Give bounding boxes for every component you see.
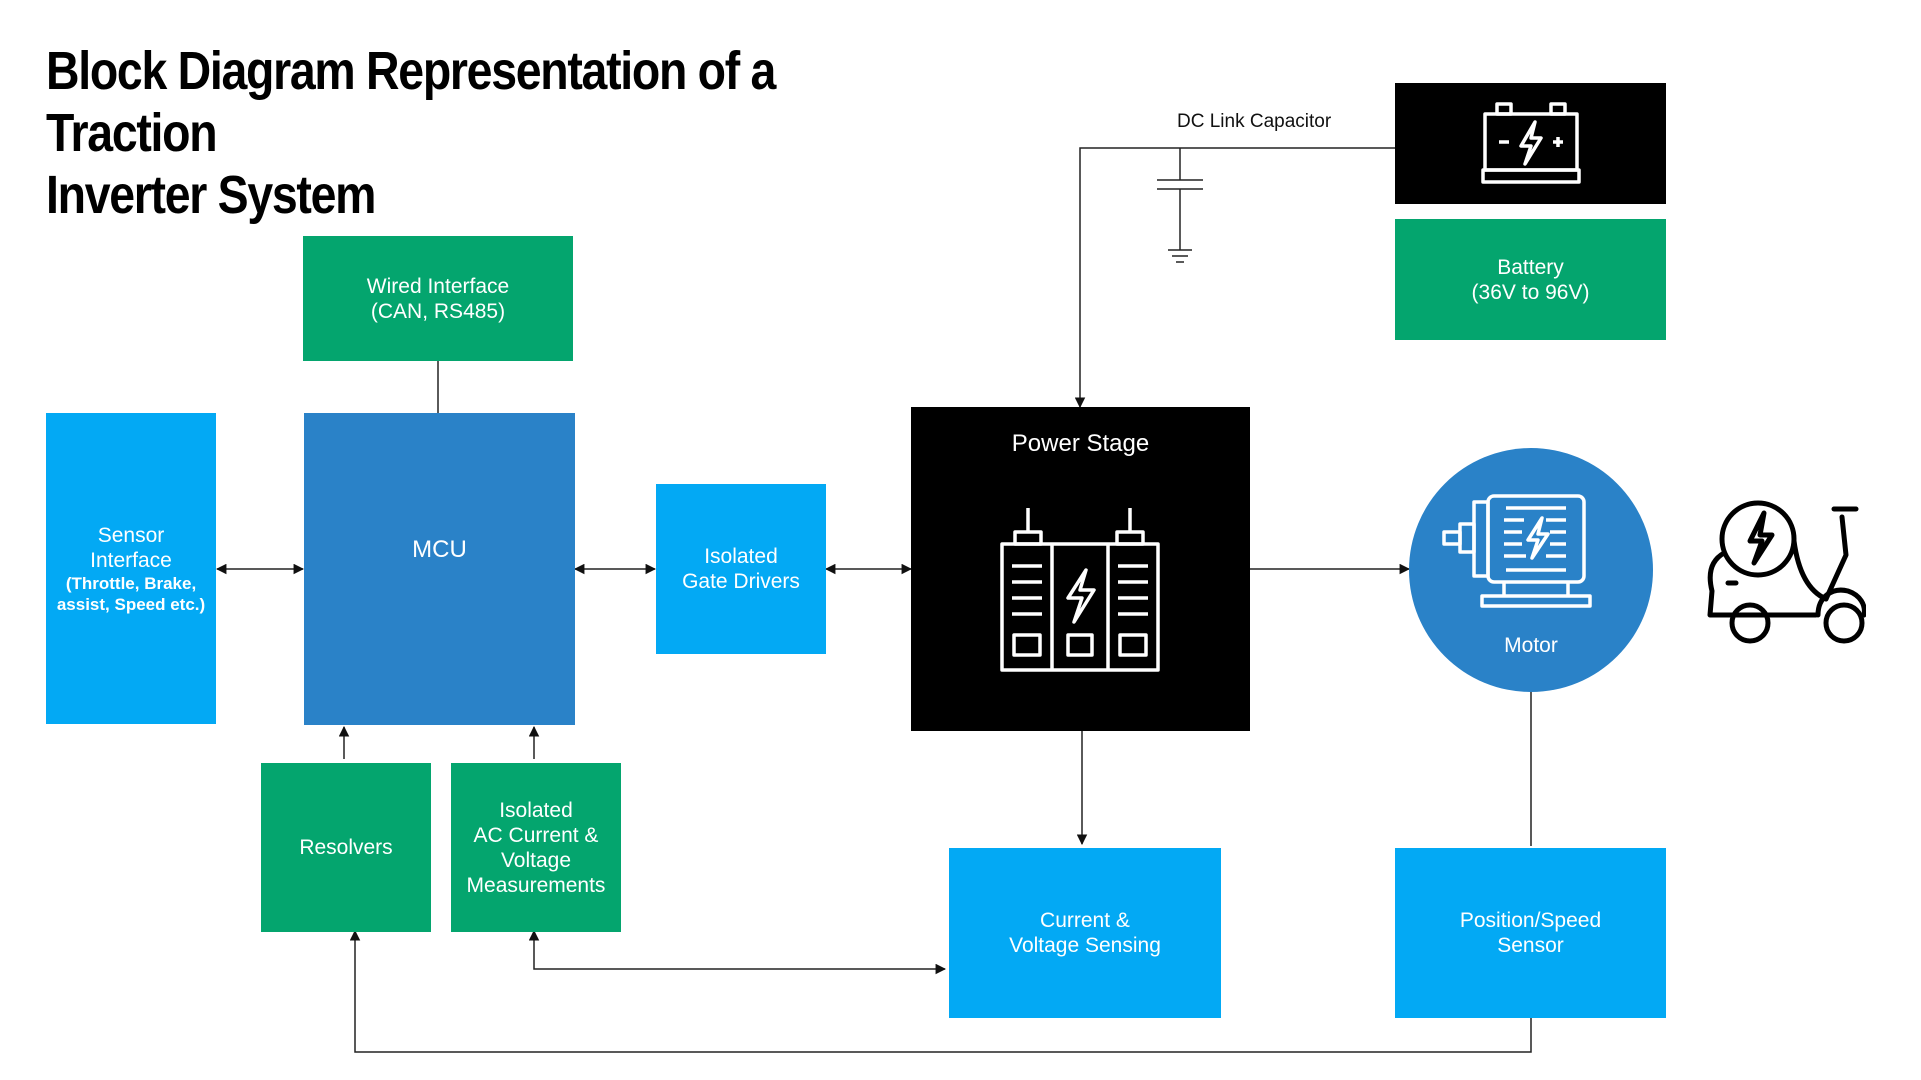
motor-label: Motor [1504,634,1558,657]
power-module-icon [1000,508,1160,672]
battery-block: Battery (36V to 96V) [1395,219,1666,340]
wire-measure-sensing [528,929,947,975]
current-voltage-sensing-label: Current & Voltage Sensing [1009,909,1161,957]
sensor-interface-block: Sensor Interface (Throttle, Brake, assis… [46,413,216,724]
mcu-label: MCU [412,536,467,563]
wire-position-resolvers [349,929,1532,1053]
battery-icon [1480,101,1581,184]
sensor-interface-label: Sensor Interface [90,523,172,572]
battery-label: Battery (36V to 96V) [1471,255,1590,304]
current-voltage-sensing-block: Current & Voltage Sensing [949,848,1221,1018]
resolvers-label: Resolvers [299,836,393,859]
power-stage-label: Power Stage [1011,430,1150,457]
position-speed-sensor-label: Position/Speed Sensor [1459,909,1602,957]
isolated-measurements-label: Isolated AC Current & Voltage Measuremen… [466,798,606,897]
resolvers-block: Resolvers [261,763,431,932]
mcu-block: MCU [304,413,575,725]
wire-battery-power [1074,147,1395,409]
gate-drivers-block: Isolated Gate Drivers [656,484,826,654]
power-stage-block: Power Stage [911,407,1250,731]
dc-link-capacitor-label: DC Link Capacitor [1177,111,1332,132]
position-speed-sensor-block: Position/Speed Sensor [1395,848,1666,1018]
gate-drivers-label: Isolated Gate Drivers [682,545,800,593]
motor-icon [1442,494,1592,608]
sensor-interface-detail: (Throttle, Brake, assist, Speed etc.) [56,573,206,614]
scooter-icon [1707,500,1866,644]
page-title: Block Diagram Representation of a Tracti… [46,41,776,225]
battery-icon-box [1395,83,1666,204]
isolated-measurements-block: Isolated AC Current & Voltage Measuremen… [451,763,621,932]
wired-interface-block: Wired Interface (CAN, RS485) [303,236,573,361]
wired-interface-label: Wired Interface (CAN, RS485) [366,274,510,323]
